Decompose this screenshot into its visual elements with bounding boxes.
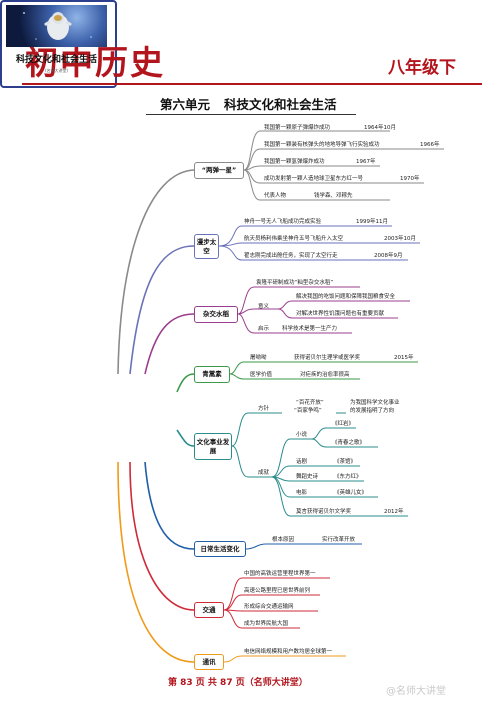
branch-liangdan: “两弹一星” — [194, 162, 244, 179]
heading-underline — [146, 114, 356, 115]
artemisinin-key-2: 医学价值 — [250, 372, 273, 378]
culture-drama-1: 《茶馆》 — [334, 459, 357, 465]
page-title: 初中历史 — [25, 43, 165, 82]
artemisinin-date-1: 2015年 — [394, 355, 414, 361]
transport-item-4: 成为世界民航大国 — [244, 621, 289, 627]
culture-policy-note-2: 的发展指明了方向 — [350, 408, 395, 414]
branch-culture: 文化事业发展 — [194, 433, 232, 460]
unit-number: 第六单元 — [160, 97, 211, 112]
astronaut-image — [6, 5, 107, 47]
connector-liangdan — [117, 169, 195, 375]
space-item-3: 翟志刚完成出舱任务，实现了太空行走 — [244, 253, 338, 259]
liangdan-item-4: 成功发射第一颗人造地球卫星东方红一号 — [264, 176, 364, 182]
transport-item-3: 形成综合交通运输网 — [244, 604, 294, 610]
culture-film-1: 《英雄儿女》 — [334, 490, 368, 496]
rice-insight: 科学技术是第一生产力 — [282, 326, 338, 332]
branch-comm: 通讯 — [194, 654, 224, 670]
connector-artemisinin — [176, 373, 195, 393]
liangdan-item-1: 我国第一颗原子弹爆炸成功 — [264, 125, 331, 131]
space-date-1: 1999年11月 — [356, 219, 388, 225]
grade-label: 八年级下 — [388, 58, 456, 78]
branch-space: 漫步太空 — [194, 234, 219, 259]
central-title: 科技文化和社会生活 — [15, 55, 97, 65]
liangdan-date-3: 1967年 — [356, 159, 376, 165]
culture-achieve-label: 成就 — [258, 470, 270, 476]
header-divider — [22, 83, 482, 85]
space-date-2: 2003年10月 — [384, 236, 416, 242]
astronaut-icon — [23, 12, 92, 40]
connector-space — [129, 245, 195, 375]
liangdan-date-1: 1964年10月 — [364, 125, 396, 131]
culture-novel-2: 《青春之歌》 — [332, 440, 366, 446]
culture-policy-label: 方针 — [258, 406, 270, 412]
transport-item-1: 中国的高铁运营里程世界第一 — [244, 571, 316, 577]
liangdan-date-4: 1970年 — [400, 176, 420, 182]
space-date-3: 2008年9月 — [374, 253, 403, 259]
culture-nobel: 莫言获得诺贝尔文学奖 — [296, 509, 352, 515]
unit-name: 科技文化和社会生活 — [224, 97, 337, 112]
artemisinin-key-1: 屠呦呦 — [250, 355, 267, 361]
culture-dance-1: 《东方红》 — [334, 474, 362, 480]
connector-transport — [129, 461, 195, 611]
watermark: @名师大讲堂 — [386, 686, 446, 697]
rice-insight-label: 启示 — [258, 326, 270, 332]
artemisinin-value-1: 获得诺贝尔生理学或医学奖 — [294, 355, 361, 361]
page-footer: 第 83 页 共 87 页（名师大讲堂） — [168, 678, 308, 688]
life-root-label: 根本原因 — [272, 537, 295, 543]
unit-heading: 第六单元科技文化和社会生活 — [160, 94, 337, 113]
liangdan-item-3: 我国第一颗氢弹爆炸成功 — [264, 159, 325, 165]
branch-artemisinin: 青蒿素 — [194, 366, 230, 383]
culture-film-label: 电影 — [296, 490, 308, 496]
central-credit: (名师大讲堂) — [44, 68, 69, 73]
culture-drama-label: 话剧 — [296, 459, 308, 465]
liangdan-rep-names: 钱学森、邓稼先 — [314, 193, 353, 199]
rice-top: 袁隆平研制成功“籼型杂交水稻” — [256, 280, 334, 286]
rice-meaning-1: 解决我国的吃饭问题和保障我国粮食安全 — [296, 294, 396, 300]
connector-rice — [144, 313, 195, 375]
culture-novel-1: 《红岩》 — [332, 421, 355, 427]
comm-item-1: 电信网络规模和用户数均居全球第一 — [244, 649, 333, 655]
rice-meaning-label: 意义 — [258, 304, 270, 310]
rice-meaning-2: 对解决世界性饥饿问题也有重要贡献 — [296, 311, 385, 317]
branch-rice: 杂交水稻 — [194, 306, 238, 323]
space-item-1: 神舟一号无人飞船成功完成实验 — [244, 219, 322, 225]
branch-life: 日常生活变化 — [194, 541, 246, 557]
culture-policy-2: “百家争鸣” — [294, 408, 322, 414]
liangdan-date-2: 1966年 — [420, 142, 440, 148]
connector-comm — [117, 461, 195, 663]
liangdan-rep-label: 代表人物 — [264, 193, 287, 199]
transport-item-2: 高速公路里程已居世界前列 — [244, 588, 311, 594]
central-topic: 科技文化和社会生活 (名师大讲堂) — [0, 0, 117, 88]
culture-policy-1: “百花齐放” — [296, 400, 324, 406]
space-item-2: 航天员杨利伟乘坐神舟五号飞船升入太空 — [244, 236, 344, 242]
liangdan-item-2: 我国第一颗装有核弹头的地地导弹飞行实验成功 — [264, 142, 380, 148]
culture-dance-label: 舞蹈史诗 — [296, 474, 319, 480]
artemisinin-value-2: 对疟疾的治愈率很高 — [300, 372, 350, 378]
life-root-value: 实行改革开放 — [322, 537, 356, 543]
connector-life — [144, 461, 195, 550]
branch-transport: 交通 — [194, 602, 224, 618]
culture-novel-label: 小说 — [296, 432, 308, 438]
culture-policy-note-1: 为我国科学文化事业 — [350, 400, 400, 406]
connector-culture — [176, 429, 195, 447]
culture-nobel-date: 2012年 — [384, 509, 404, 515]
